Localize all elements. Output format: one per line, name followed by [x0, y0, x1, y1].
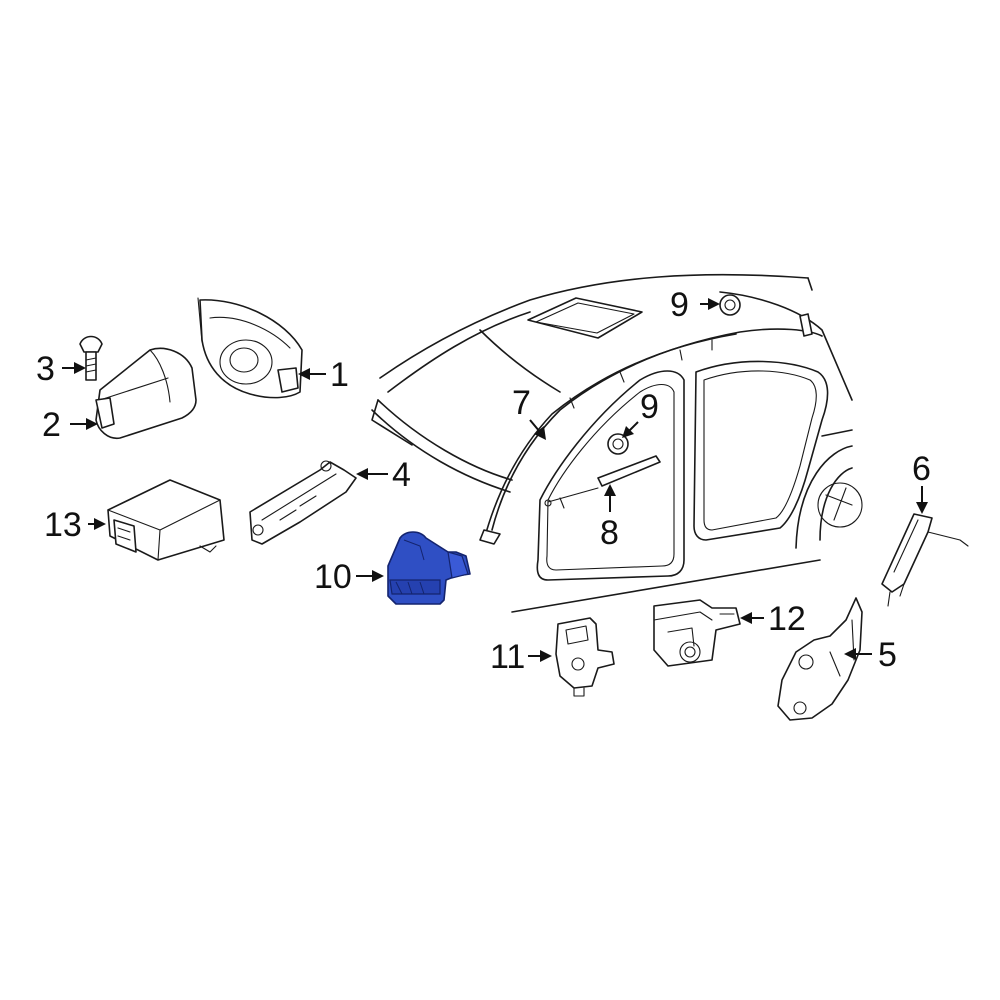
- car-body-outline: [371, 273, 863, 613]
- part-2-knee-airbag: [95, 347, 197, 440]
- callout-6: 6: [912, 450, 931, 488]
- curtain-airbag: [479, 313, 823, 545]
- front-door-outline: [536, 370, 685, 581]
- callout-12: 12: [768, 600, 806, 638]
- rear-door-outline: [693, 360, 829, 541]
- callout-9-lower: 9: [640, 388, 659, 426]
- callout-5: 5: [878, 636, 897, 674]
- callout-13: 13: [44, 506, 82, 544]
- callout-7: 7: [512, 384, 531, 422]
- part-11-sensor: [555, 617, 615, 697]
- part-1-driver-airbag: [197, 297, 303, 399]
- part-4-bracket: [249, 460, 357, 545]
- callout-10: 10: [314, 558, 352, 596]
- part-10-impact-sensor: [387, 531, 471, 605]
- callout-3: 3: [36, 350, 55, 388]
- callout-9-upper: 9: [670, 286, 689, 324]
- part-6-side-sensor: [881, 513, 969, 607]
- callout-8: 8: [600, 514, 619, 552]
- callout-4: 4: [392, 456, 411, 494]
- part-9-grommet-upper: [719, 294, 741, 316]
- callout-2: 2: [42, 406, 61, 444]
- callout-labels: 1 2 3 4 5 6 7 8 9 9 10 11 12 13: [36, 286, 931, 676]
- part-9-grommet-lower: [607, 433, 629, 455]
- part-12-pretensioner: [653, 599, 741, 667]
- part-8-door-sensor: [544, 455, 661, 509]
- part-3-bolt: [79, 335, 103, 381]
- part-5-side-bracket: [777, 597, 863, 721]
- part-13-airbag-control-module: [107, 479, 225, 561]
- callout-arrows: [62, 298, 928, 662]
- callout-1: 1: [330, 356, 349, 394]
- callout-11: 11: [490, 638, 525, 676]
